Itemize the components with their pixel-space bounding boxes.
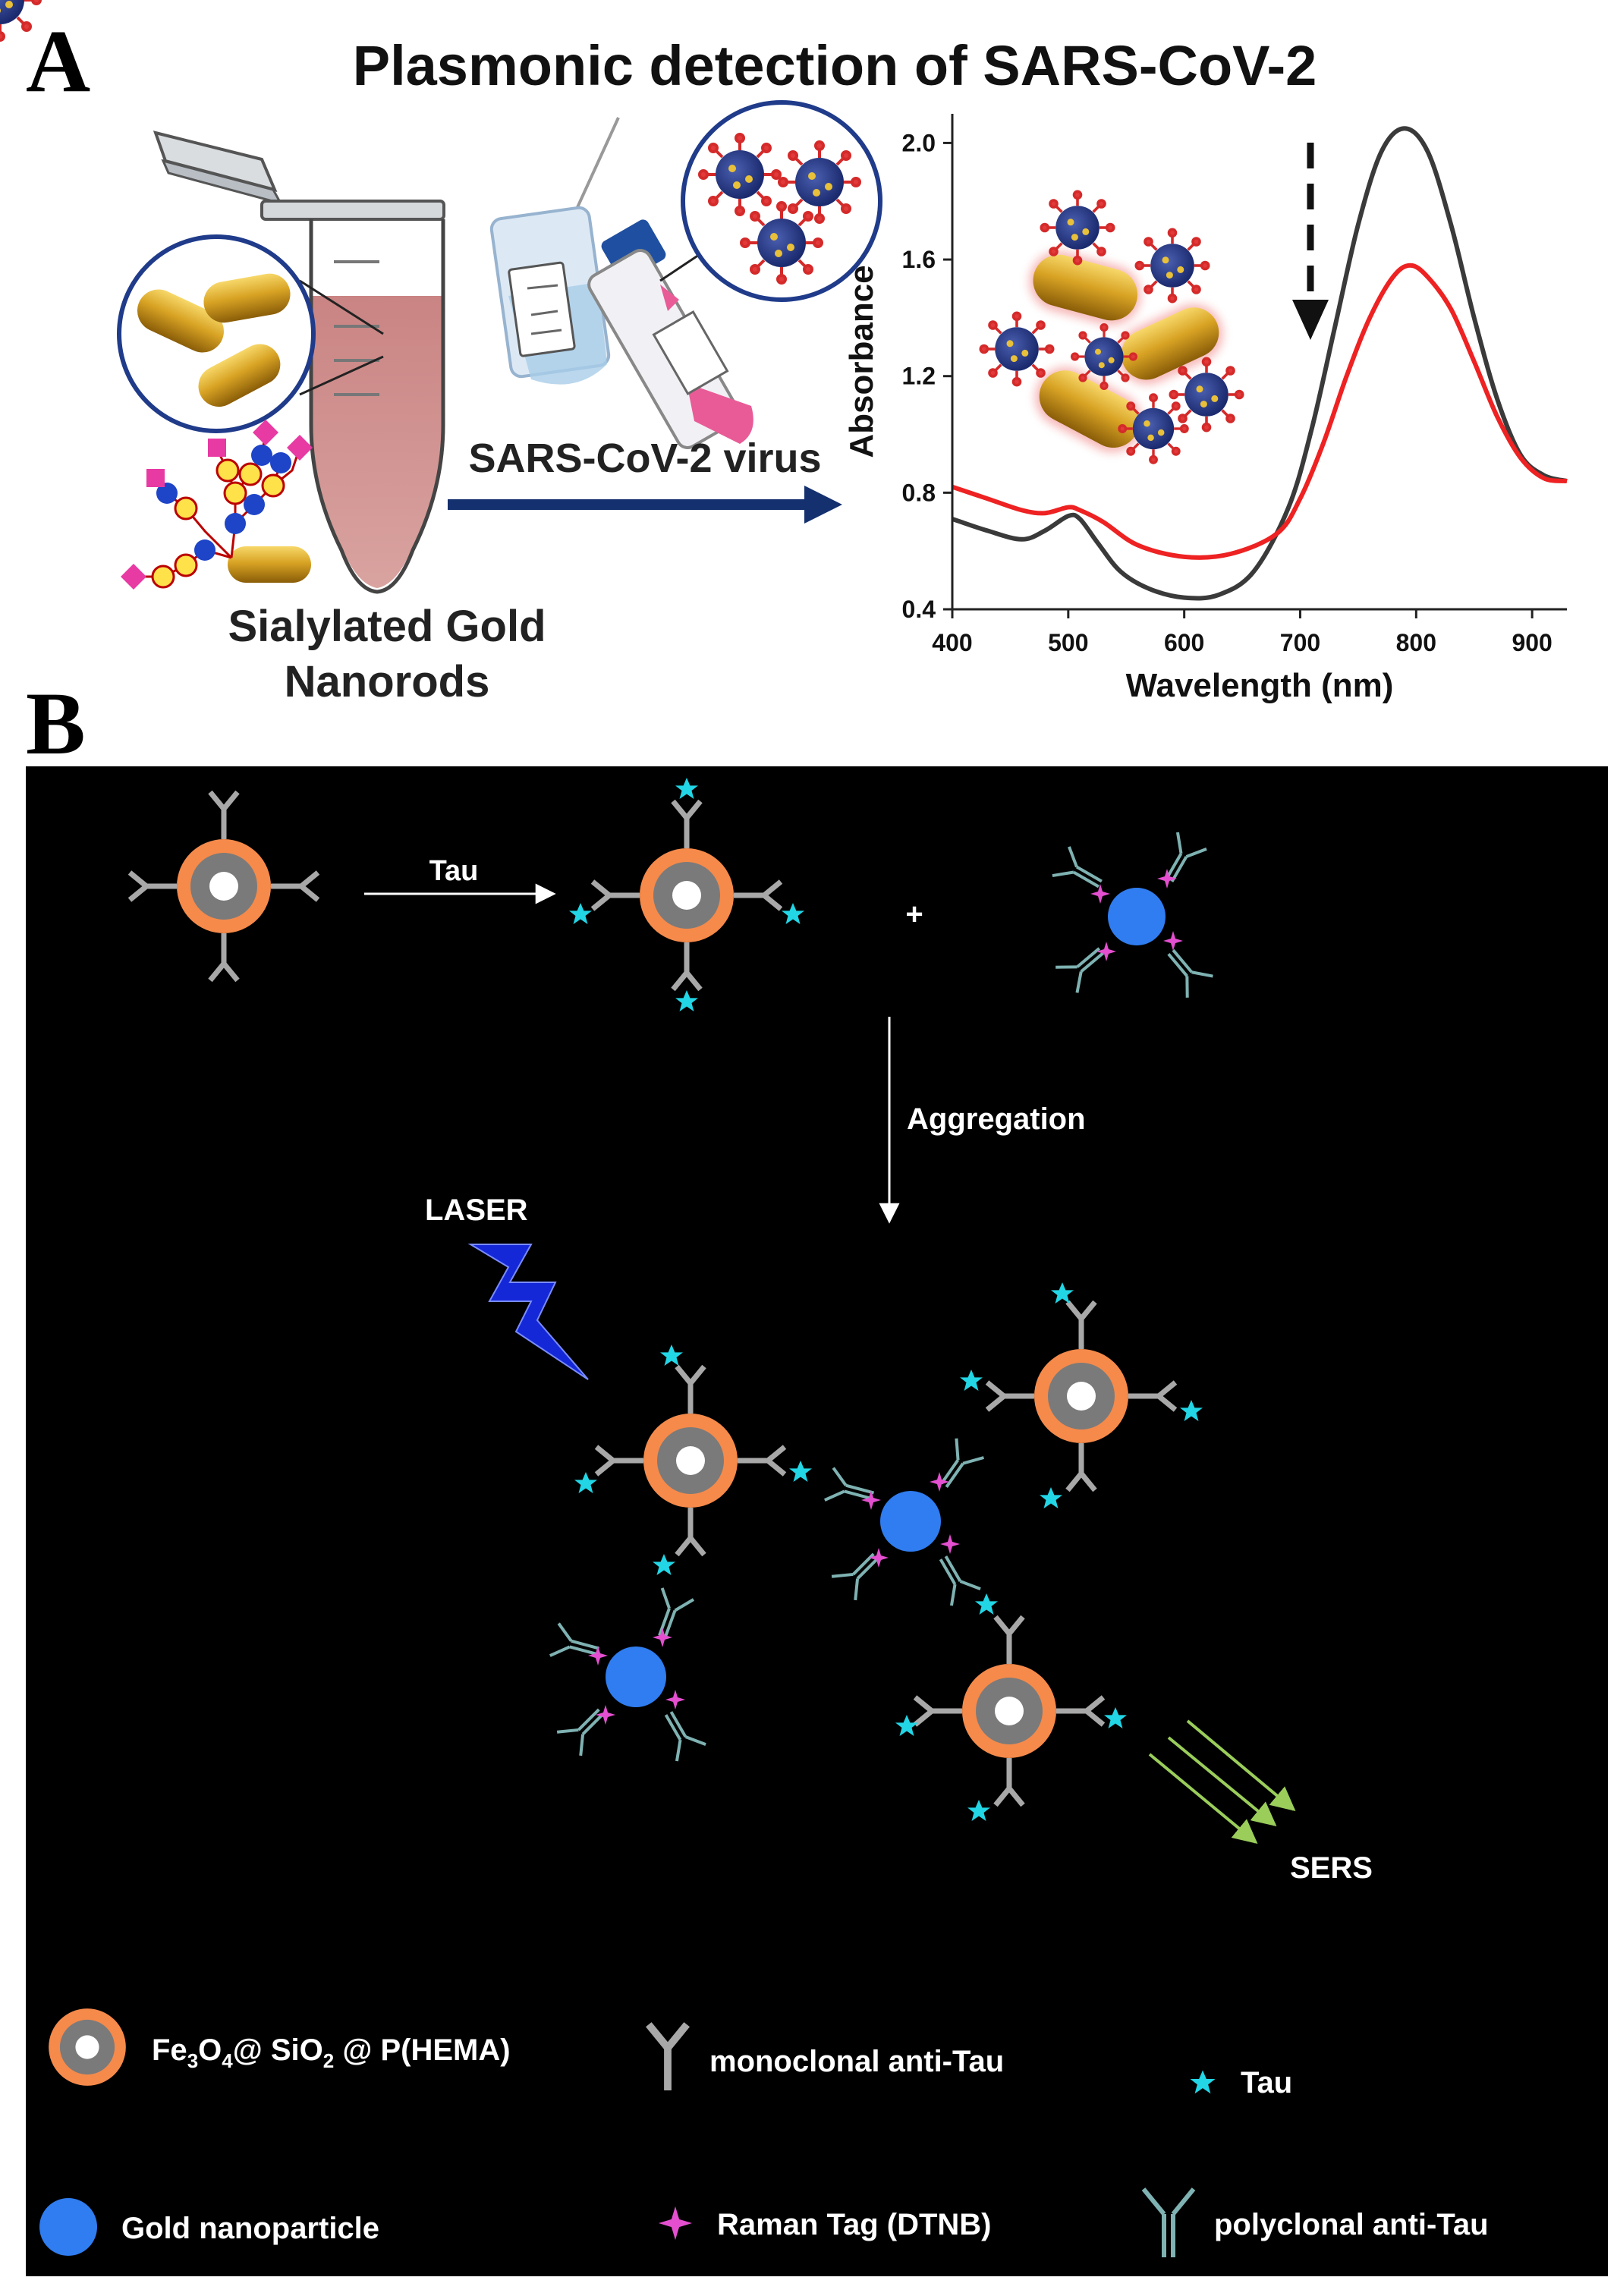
- virus-particle-2: [778, 140, 861, 224]
- legend-gold-np-label: Gold nanoparticle: [121, 2212, 379, 2245]
- virus-particle-1: [698, 133, 782, 216]
- laser-label: LASER: [425, 1194, 528, 1227]
- sers-label: SERS: [1290, 1851, 1373, 1885]
- laser-bolt-icon: [467, 1244, 589, 1380]
- aggregate-gold-np-1: [823, 1436, 986, 1608]
- chart-series-line-2: [952, 263, 1568, 560]
- legend-core-shell-label: Fe3O4@ SiO2 @ P(HEMA): [152, 2033, 511, 2072]
- aggregate-virus-6: [1118, 393, 1189, 464]
- legend: Fe3O4@ SiO2 @ P(HEMA) monoclonal anti-Ta…: [39, 2008, 1489, 2257]
- y-tick-label-0.8: 0.8: [902, 479, 936, 506]
- legend-polyclonal-label: polyclonal anti-Tau: [1214, 2208, 1489, 2241]
- virus-magnifier: [0, 0, 882, 302]
- panel-a-letter: A: [26, 11, 90, 111]
- chart-series-line-1: [952, 126, 1568, 601]
- panel-b-letter: B: [26, 674, 86, 773]
- tube-liquid: [313, 296, 442, 588]
- sers-signal-arrows: [1148, 1719, 1296, 1845]
- tube-lid: [153, 131, 278, 192]
- chart-series-layer: [952, 126, 1568, 601]
- panel-b-background: [26, 766, 1608, 2276]
- aggregation-label: Aggregation: [907, 1102, 1086, 1136]
- aggregate-gold-np-2: [548, 1586, 708, 1763]
- gold-nanorod-small: [228, 546, 311, 583]
- y-tick-label-2: 2.0: [902, 129, 936, 156]
- gold-nanorod-1: [137, 289, 225, 353]
- aggregate-virus-3: [979, 311, 1055, 387]
- y-tick-label-0.4: 0.4: [902, 596, 936, 623]
- y-tick-label-1.6: 1.6: [902, 246, 936, 273]
- aggregate-virus-1: [1040, 190, 1115, 266]
- chart-xlabel: Wavelength (nm): [1126, 667, 1394, 704]
- tube-rim: [260, 200, 445, 221]
- y-tick-label-1.2: 1.2: [902, 363, 936, 390]
- collection-tube: [587, 219, 753, 449]
- legend-core-shell-icon: [49, 2008, 126, 2086]
- aggregate-virus-2: [1134, 228, 1210, 304]
- panel-a: A Plasmonic detection of SARS-CoV-2: [0, 0, 1568, 706]
- aggregate-nanorod-2: [1121, 307, 1219, 380]
- chart-ylabel: Absorbance: [843, 265, 880, 458]
- aggregate-nanorod-3: [1039, 370, 1140, 448]
- legend-monoclonal-label: monoclonal anti-Tau: [709, 2045, 1004, 2078]
- sample-tube: [153, 131, 445, 594]
- panel-b: B: [26, 674, 1608, 2276]
- panel-a-title: Plasmonic detection of SARS-CoV-2: [353, 34, 1317, 97]
- gold-nanoparticle-probe: [1050, 830, 1215, 999]
- tau-arrow-label: Tau: [429, 855, 479, 887]
- virus-particle-3: [740, 201, 823, 285]
- x-tick-label-800: 800: [1396, 629, 1436, 656]
- x-tick-label-900: 900: [1512, 629, 1552, 656]
- virus-arrow-head: [804, 486, 842, 524]
- tube-body: [309, 219, 445, 594]
- nanorod-magnifier: [117, 234, 384, 433]
- legend-tau-label: Tau: [1241, 2066, 1292, 2099]
- aggregate-virus-5: [1169, 357, 1244, 432]
- virus-arrow-label: SARS-CoV-2 virus: [468, 436, 821, 481]
- legend-raman-tag-label: Raman Tag (DTNB): [717, 2208, 991, 2241]
- absorbance-chart: 400 500 600 700 800 900 0.4 0.8 1.2 1.6 2.0 Wavele…: [843, 114, 1568, 704]
- gold-nanorod-3: [198, 344, 281, 407]
- swab-sample: [489, 117, 620, 385]
- aggregate-nanorod-1: [1033, 254, 1138, 321]
- decrease-dashed-arrow: [1292, 143, 1329, 340]
- nanorods-label-line2: Nanorods: [285, 657, 490, 706]
- x-tick-label-400: 400: [932, 629, 972, 656]
- x-tick-label-600: 600: [1164, 629, 1204, 656]
- nanorods-label-line1: Sialylated Gold: [228, 602, 546, 651]
- x-tick-label-700: 700: [1280, 629, 1320, 656]
- aggregate-virus-4: [1070, 323, 1138, 391]
- legend-gold-np-icon: [39, 2198, 97, 2256]
- aggregate-inset: [979, 190, 1244, 464]
- aggregate-complex: [548, 1282, 1203, 1821]
- glycan-structure: [121, 420, 313, 590]
- x-tick-label-500: 500: [1048, 629, 1088, 656]
- gold-nanorod-2: [203, 273, 291, 323]
- plus-sign: +: [905, 898, 923, 931]
- chart-ticks: 400 500 600 700 800 900 0.4 0.8 1.2 1.6 2.0: [902, 129, 1553, 656]
